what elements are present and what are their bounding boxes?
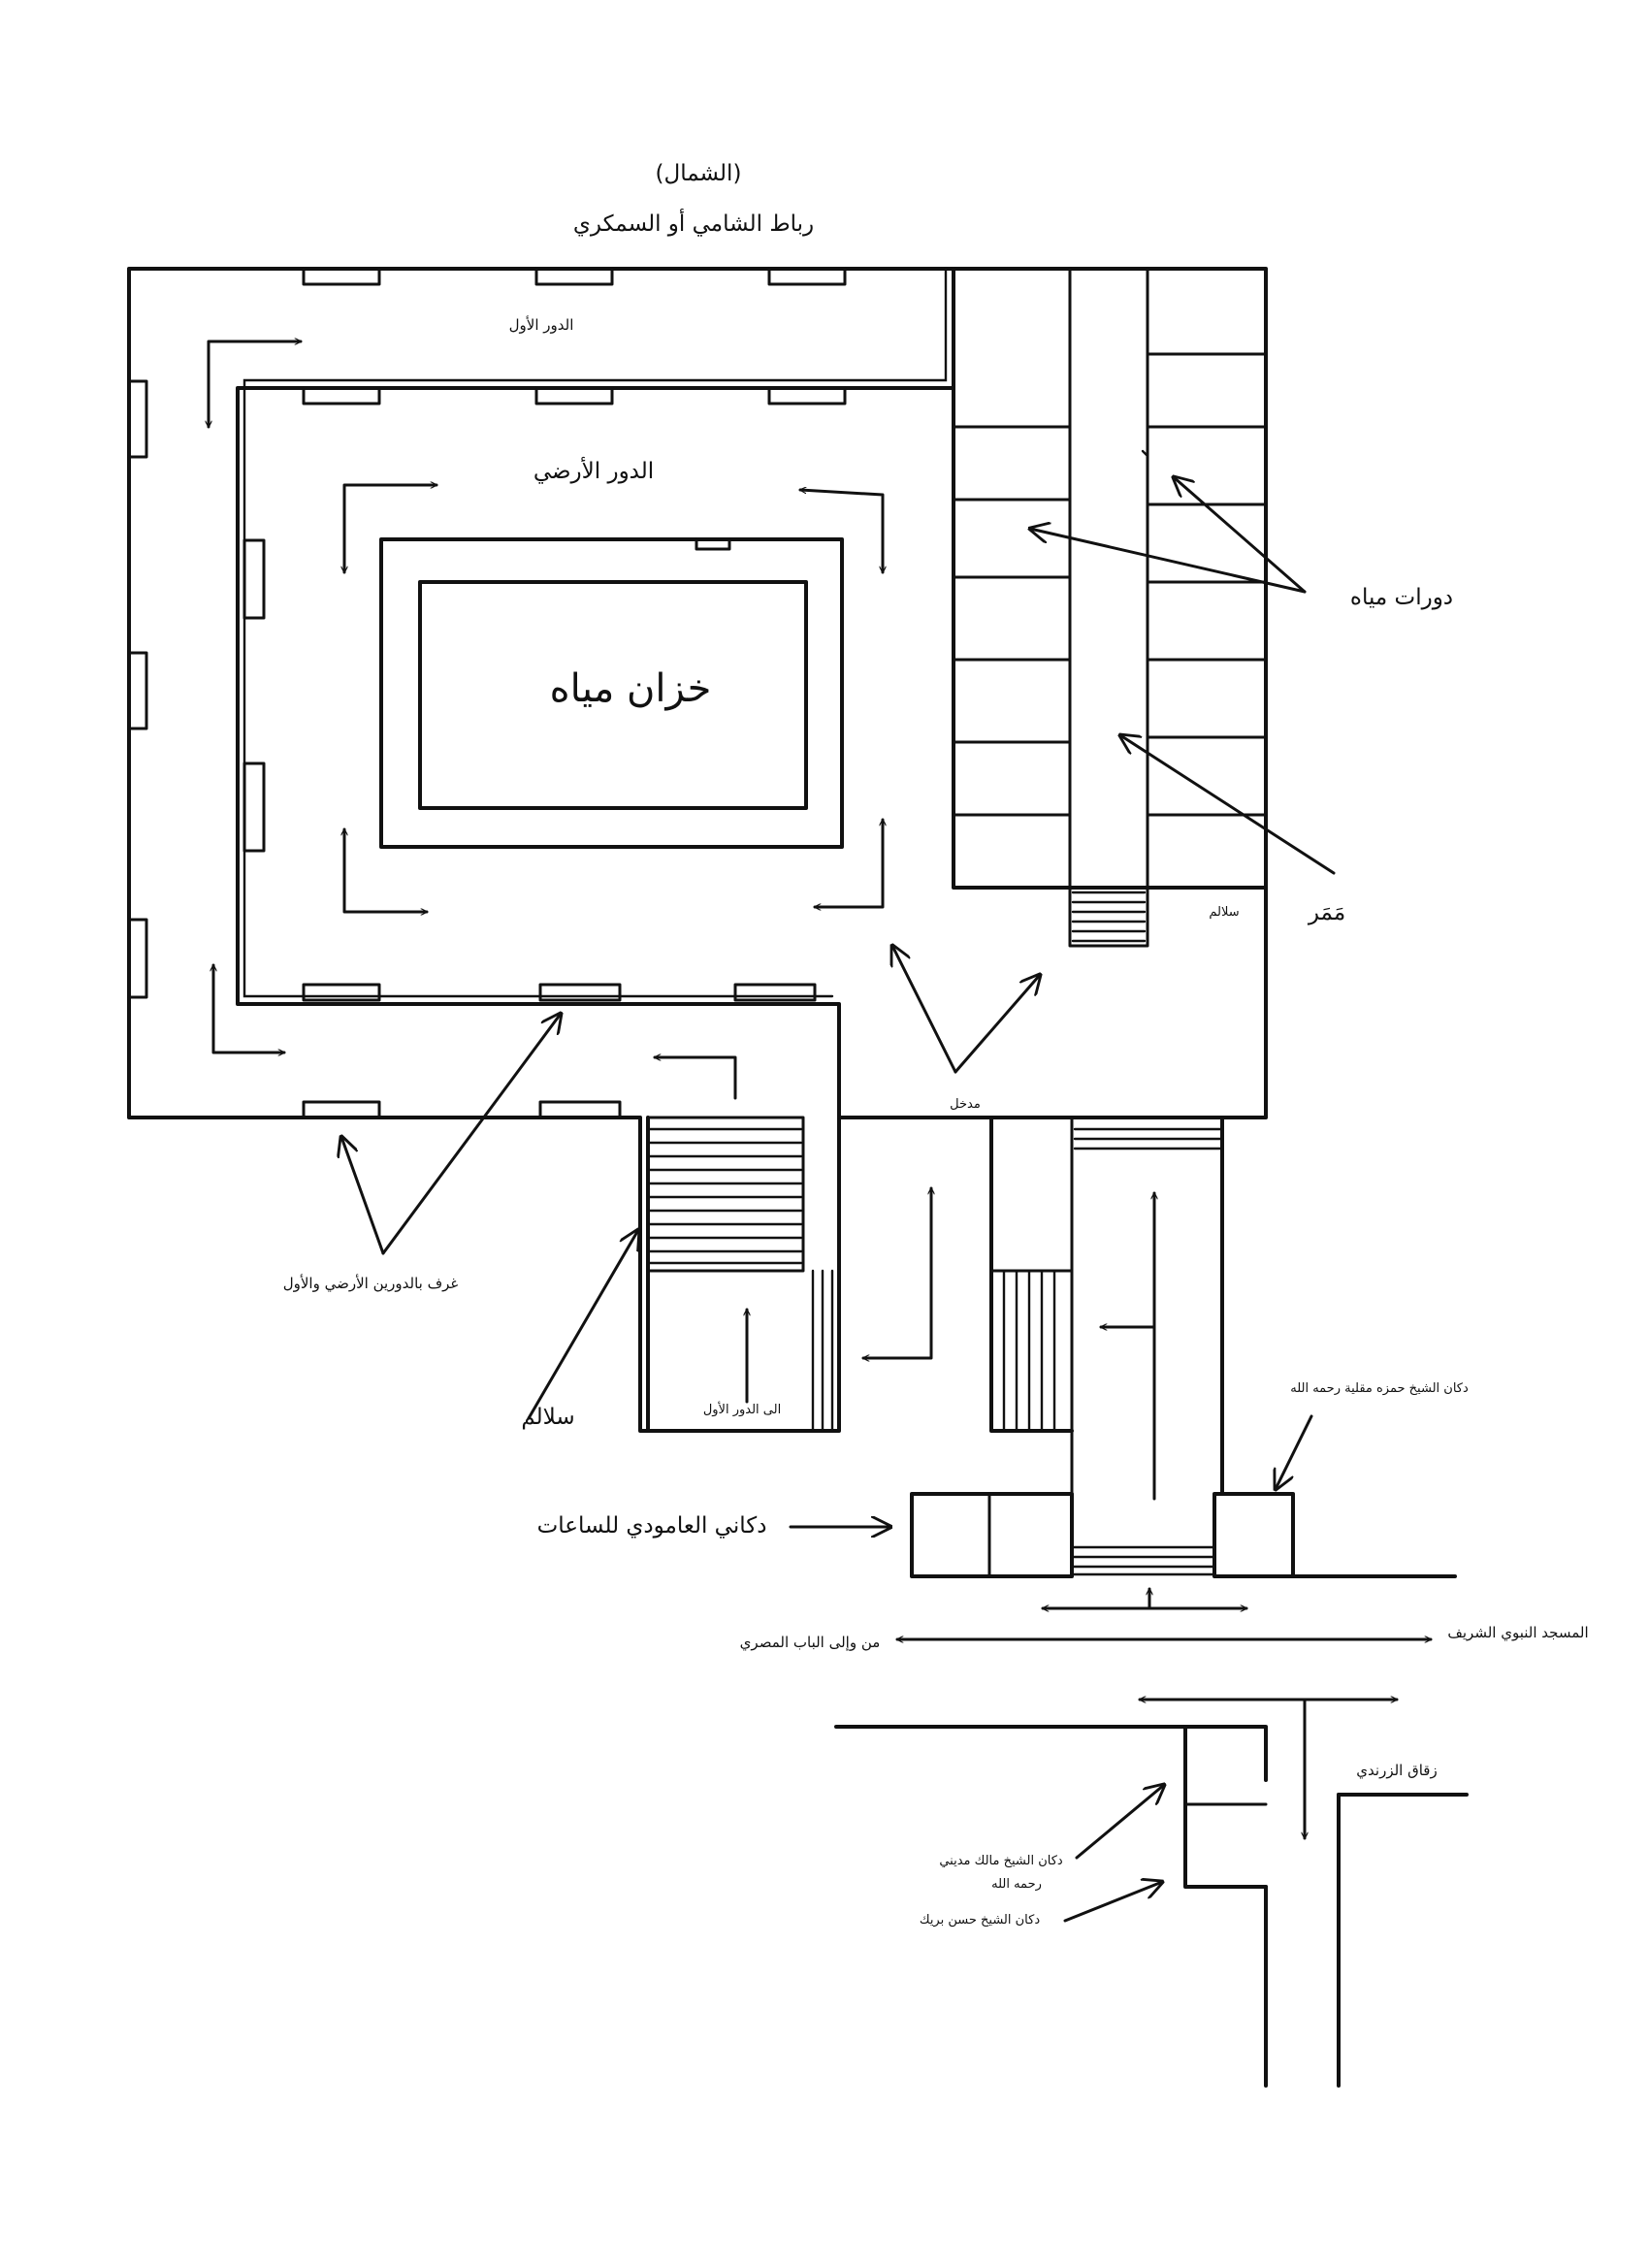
bab-masri-label: من وإلى الباب المصري: [740, 1634, 881, 1652]
labels: (الشمال) رباط الشامي أو السمكري الدور ال…: [283, 161, 1589, 1928]
water-tank-label: خزان مياه: [550, 666, 712, 711]
zarandi-alley-label: زقاق الزرندي: [1356, 1762, 1437, 1780]
amoudi-shops: [910, 1492, 1074, 1578]
stairs-label: سلالم: [521, 1405, 574, 1430]
toilets-block: [952, 267, 1268, 948]
malik-shop-label-1: دكان الشيخ مالك مديني: [939, 1854, 1063, 1868]
stairs-right: [989, 1116, 1224, 1578]
circulation-arrows: [209, 341, 1433, 1840]
amoudi-shops-label: دكاني العامودي للساعات: [537, 1513, 767, 1539]
rooms-label: غرف بالدورين الأرضي والأول: [283, 1274, 459, 1293]
water-tank: [379, 537, 844, 849]
stairs-left: [646, 1116, 834, 1433]
building-outer-wall: [127, 267, 1268, 1433]
to-first-floor-label: الى الدور الأول: [703, 1401, 781, 1417]
windows: [127, 267, 847, 1119]
corridor-label: مَمَر: [1308, 900, 1345, 925]
hamza-shop: [1212, 1492, 1295, 1578]
hasan-shop-label: دكان الشيخ حسن بريك: [920, 1913, 1040, 1928]
stairs-small-label: سلالم: [1209, 905, 1239, 920]
north-label: (الشمال): [656, 161, 742, 186]
first-floor-label: الدور الأول: [509, 315, 574, 334]
malik-shop-label-2: رحمه الله: [991, 1877, 1042, 1892]
toilets-label: دورات مياه: [1350, 585, 1453, 610]
hamza-shop-label: دكان الشيخ حمزه مقلية رحمه الله: [1290, 1381, 1469, 1396]
ground-floor-label: الدور الأرضي: [534, 457, 654, 484]
pointer-arrows: [341, 477, 1336, 1923]
entrance-label: مدخل: [950, 1097, 981, 1112]
street-lines: [834, 1574, 1469, 2088]
building-title: رباط الشامي أو السمكري: [573, 209, 814, 237]
prophet-mosque-label: المسجد النبوي الشريف: [1447, 1624, 1588, 1642]
